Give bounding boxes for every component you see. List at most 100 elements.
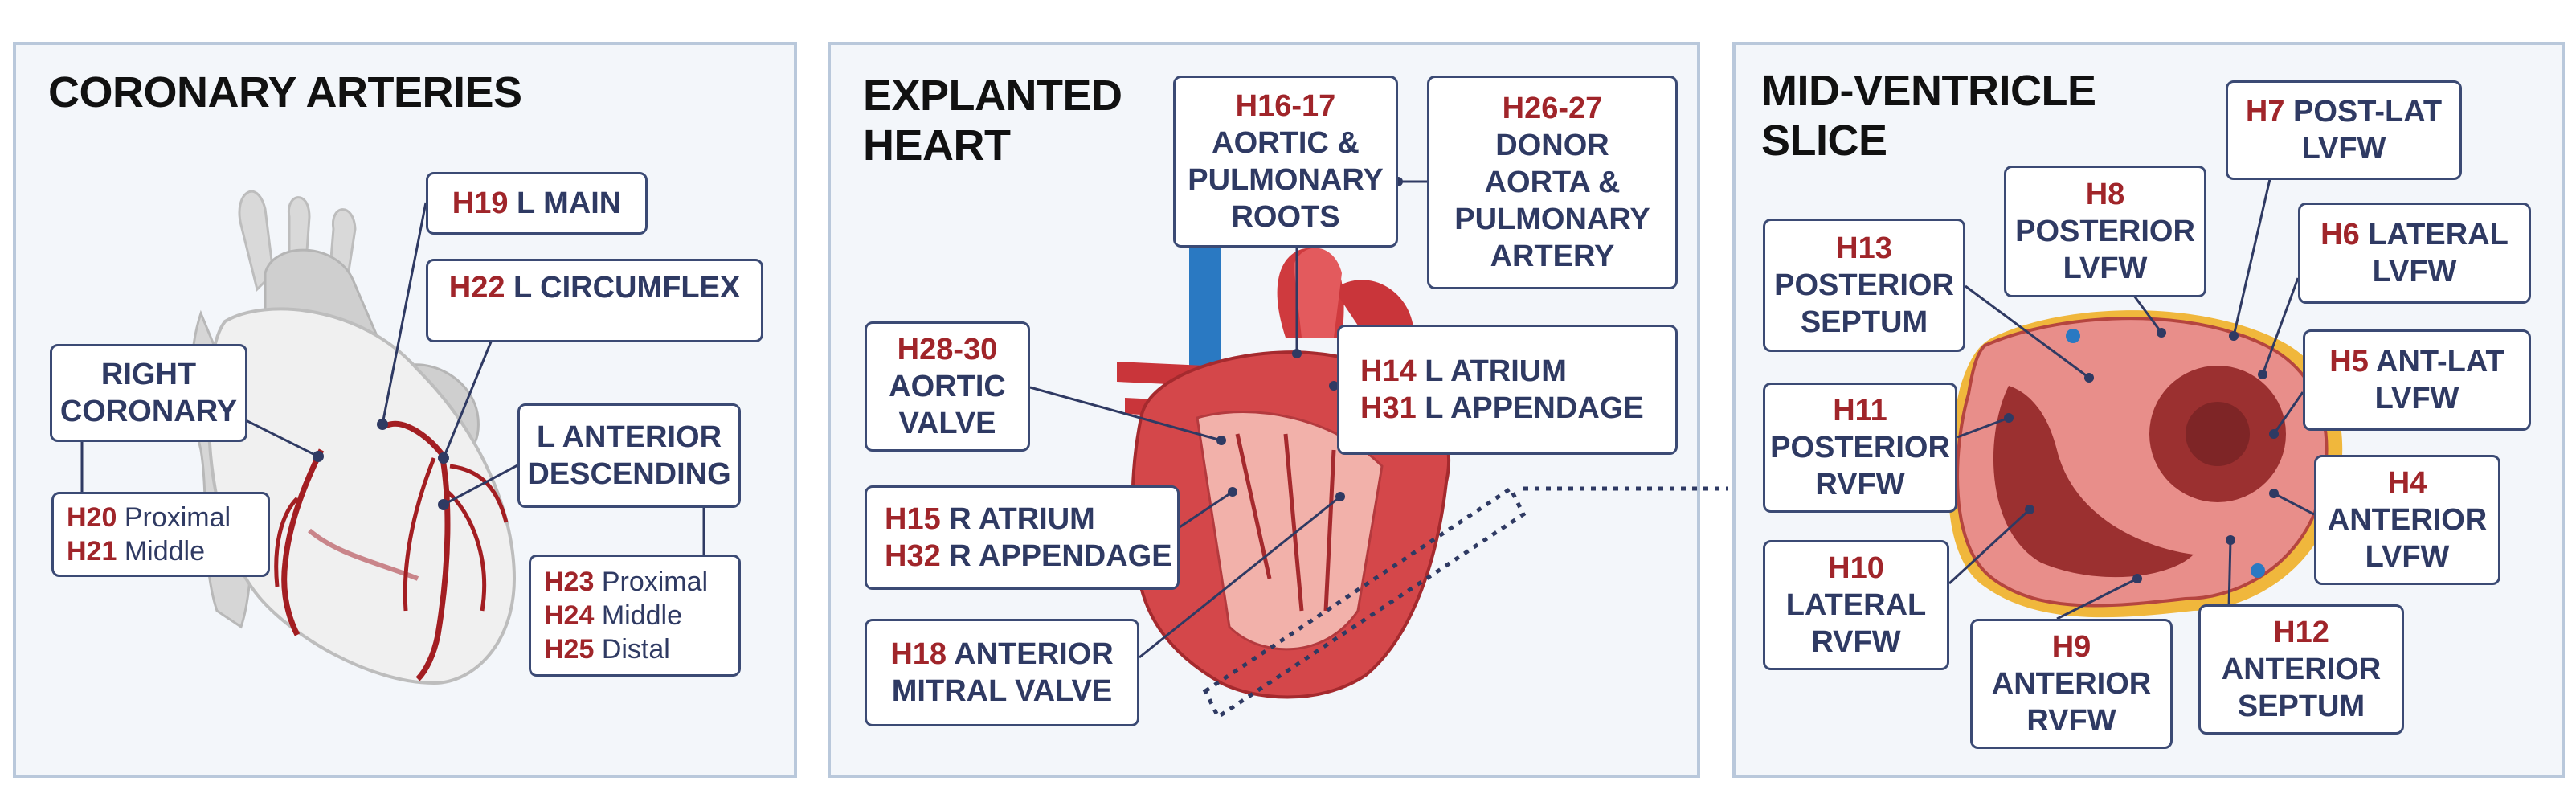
h4-line1: ANTERIOR — [2327, 503, 2488, 537]
text-h6: LATERAL — [2368, 218, 2509, 252]
ventricle-slice-illustration — [1948, 310, 2343, 618]
code-h32: H32 — [885, 539, 941, 573]
h7-line2: LVFW — [2301, 132, 2386, 166]
label-h19-l-main: H19 L MAIN — [426, 172, 648, 235]
code-h25: H25 — [544, 634, 595, 665]
h11-line1: POSTERIOR — [1770, 431, 1950, 464]
code-h22: H22 — [448, 271, 505, 305]
label-h28-30: H28-30 AORTIC VALVE — [865, 321, 1030, 452]
h13-line1: POSTERIOR — [1774, 268, 1954, 302]
code-h11: H11 — [1833, 394, 1887, 428]
label-h7: H7 POST-LAT LVFW — [2226, 80, 2462, 180]
slice-title-line1: MID-VENTRICLE — [1761, 67, 2096, 115]
text-h20: Proximal — [124, 502, 231, 533]
explanted-title-line2: HEART — [863, 121, 1011, 170]
label-h15-h32: H15 R ATRIUM H32 R APPENDAGE — [865, 485, 1180, 590]
h16-17-line3: ROOTS — [1231, 200, 1340, 234]
code-h28-30: H28-30 — [897, 333, 998, 366]
text-h22: L CIRCUMFLEX — [513, 271, 741, 305]
label-h13: H13 POSTERIOR SEPTUM — [1763, 219, 1965, 352]
code-h24: H24 — [544, 600, 595, 631]
h16-17-line1: AORTIC & — [1212, 126, 1360, 160]
h18-line2: MITRAL VALVE — [891, 674, 1113, 708]
h9-line2: RVFW — [2026, 704, 2116, 738]
text-h19: L MAIN — [517, 186, 622, 220]
right-coronary-line1: RIGHT — [100, 358, 197, 391]
code-h14: H14 — [1360, 354, 1417, 388]
code-h13: H13 — [1836, 231, 1892, 265]
label-h5: H5 ANT-LAT LVFW — [2303, 329, 2531, 431]
code-h12: H12 — [2273, 616, 2329, 649]
label-h22-l-circumflex: H22 L CIRCUMFLEX — [426, 259, 763, 342]
h11-line2: RVFW — [1815, 468, 1905, 501]
label-h10: H10 LATERAL RVFW — [1763, 540, 1949, 670]
h26-27-line1: DONOR — [1495, 129, 1609, 162]
label-h14-h31: H14 L ATRIUM H31 L APPENDAGE — [1337, 325, 1678, 455]
text-h15: R ATRIUM — [949, 502, 1095, 536]
text-h31: L APPENDAGE — [1425, 391, 1644, 425]
slice-title-line2: SLICE — [1761, 117, 1887, 165]
text-h23: Proximal — [601, 567, 709, 597]
label-h6: H6 LATERAL LVFW — [2298, 203, 2531, 304]
h12-line2: SEPTUM — [2237, 690, 2365, 723]
text-h25: Distal — [601, 634, 670, 665]
h26-27-line2: AORTA & — [1484, 166, 1621, 199]
h6-line2: LVFW — [2372, 255, 2457, 289]
label-h4: H4 ANTERIOR LVFW — [2314, 455, 2500, 585]
h9-line1: ANTERIOR — [1991, 667, 2152, 701]
h26-27-line3: PULMONARY — [1454, 203, 1650, 236]
code-h23: H23 — [544, 567, 595, 597]
code-h5: H5 — [2329, 345, 2369, 379]
h13-line2: SEPTUM — [1800, 305, 1928, 339]
code-h4: H4 — [2387, 466, 2427, 500]
label-h11: H11 POSTERIOR RVFW — [1763, 383, 1957, 513]
label-l-anterior-descending: L ANTERIOR DESCENDING — [517, 403, 741, 508]
slice-panel-title: MID-VENTRICLE SLICE — [1761, 66, 2096, 166]
label-h18: H18 ANTERIOR MITRAL VALVE — [865, 619, 1139, 726]
code-h7: H7 — [2245, 95, 2285, 129]
label-h12: H12 ANTERIOR SEPTUM — [2198, 604, 2404, 735]
h28-30-line1: AORTIC — [889, 370, 1006, 403]
label-h9: H9 ANTERIOR RVFW — [1970, 619, 2173, 749]
code-h19: H19 — [452, 186, 509, 220]
h5-line2: LVFW — [2374, 382, 2459, 415]
coronary-panel-title: CORONARY ARTERIES — [48, 68, 522, 117]
label-h16-17: H16-17 AORTIC & PULMONARY ROOTS — [1173, 76, 1398, 248]
code-h16-17: H16-17 — [1235, 89, 1336, 123]
label-h23-h25: H23 Proximal H24 Middle H25 Distal — [529, 555, 741, 677]
label-h20-h21: H20 Proximal H21 Middle — [51, 492, 270, 577]
text-h18: ANTERIOR — [954, 637, 1114, 671]
code-h10: H10 — [1828, 551, 1884, 585]
code-h21: H21 — [67, 536, 117, 567]
h12-line1: ANTERIOR — [2221, 653, 2382, 686]
h4-line2: LVFW — [2365, 540, 2450, 574]
h8-line2: LVFW — [2063, 252, 2148, 285]
text-h5: ANT-LAT — [2376, 345, 2504, 379]
code-h15: H15 — [885, 502, 941, 536]
label-right-coronary: RIGHT CORONARY — [50, 344, 247, 442]
text-h32: R APPENDAGE — [949, 539, 1172, 573]
h16-17-line2: PULMONARY — [1188, 163, 1384, 197]
code-h18: H18 — [890, 637, 947, 671]
h10-line2: RVFW — [1811, 625, 1901, 659]
text-h24: Middle — [601, 600, 682, 631]
h8-line1: POSTERIOR — [2015, 215, 2195, 248]
code-h6: H6 — [2320, 218, 2360, 252]
label-h8: H8 POSTERIOR LVFW — [2004, 166, 2206, 297]
text-h7: POST-LAT — [2293, 95, 2443, 129]
text-h21: Middle — [124, 536, 205, 567]
explanted-title-line1: EXPLANTED — [863, 72, 1122, 120]
code-h20: H20 — [67, 502, 117, 533]
h10-line1: LATERAL — [1785, 588, 1927, 622]
label-h26-27: H26-27 DONOR AORTA & PULMONARY ARTERY — [1427, 76, 1678, 289]
text-h14: L ATRIUM — [1425, 354, 1567, 388]
lad-line1: L ANTERIOR — [536, 420, 722, 454]
code-h9: H9 — [2051, 630, 2091, 664]
code-h31: H31 — [1360, 391, 1417, 425]
lad-line2: DESCENDING — [527, 457, 731, 491]
h28-30-line2: VALVE — [898, 407, 996, 440]
h26-27-line4: ARTERY — [1490, 239, 1615, 273]
explanted-panel-title: EXPLANTED HEART — [863, 71, 1122, 170]
right-coronary-line2: CORONARY — [59, 395, 238, 428]
code-h26-27: H26-27 — [1502, 92, 1603, 125]
